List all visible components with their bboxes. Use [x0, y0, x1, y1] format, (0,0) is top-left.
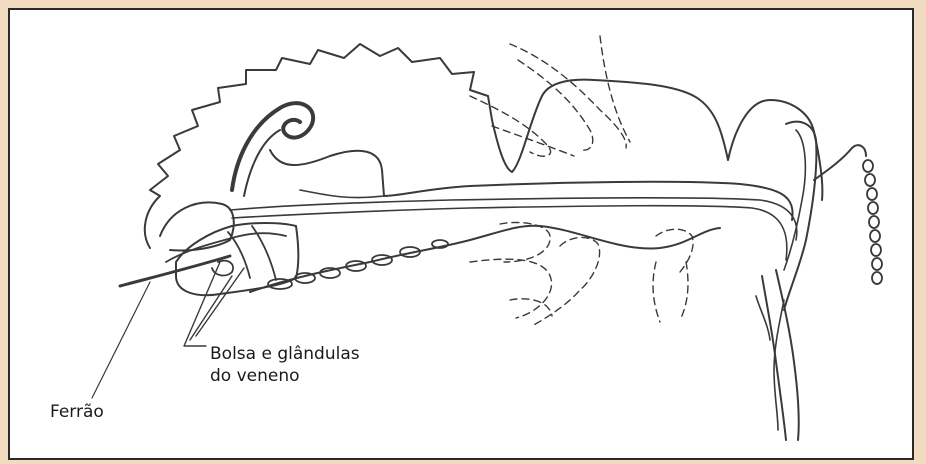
rear-gut [784, 122, 816, 310]
leg-descending-b [776, 270, 799, 440]
leg-descending-c [756, 296, 770, 340]
head-lobe [160, 202, 234, 250]
antenna-segments [863, 160, 882, 284]
leader-line-venom-1 [184, 262, 220, 346]
venom-sac-label-line2: do veneno [210, 366, 300, 386]
spiral-gland [232, 103, 313, 190]
leader-line-sting [92, 282, 150, 398]
venom-sac-label: Bolsa e glândulas [210, 344, 360, 364]
upper-organ-line [270, 150, 793, 220]
intestine-upper [230, 198, 797, 240]
crop-line [300, 190, 384, 198]
sting-label: Ferrão [50, 402, 104, 422]
antenna-base [814, 145, 866, 180]
nerve-cord [250, 226, 720, 292]
leader-line-venom-2 [190, 276, 232, 340]
